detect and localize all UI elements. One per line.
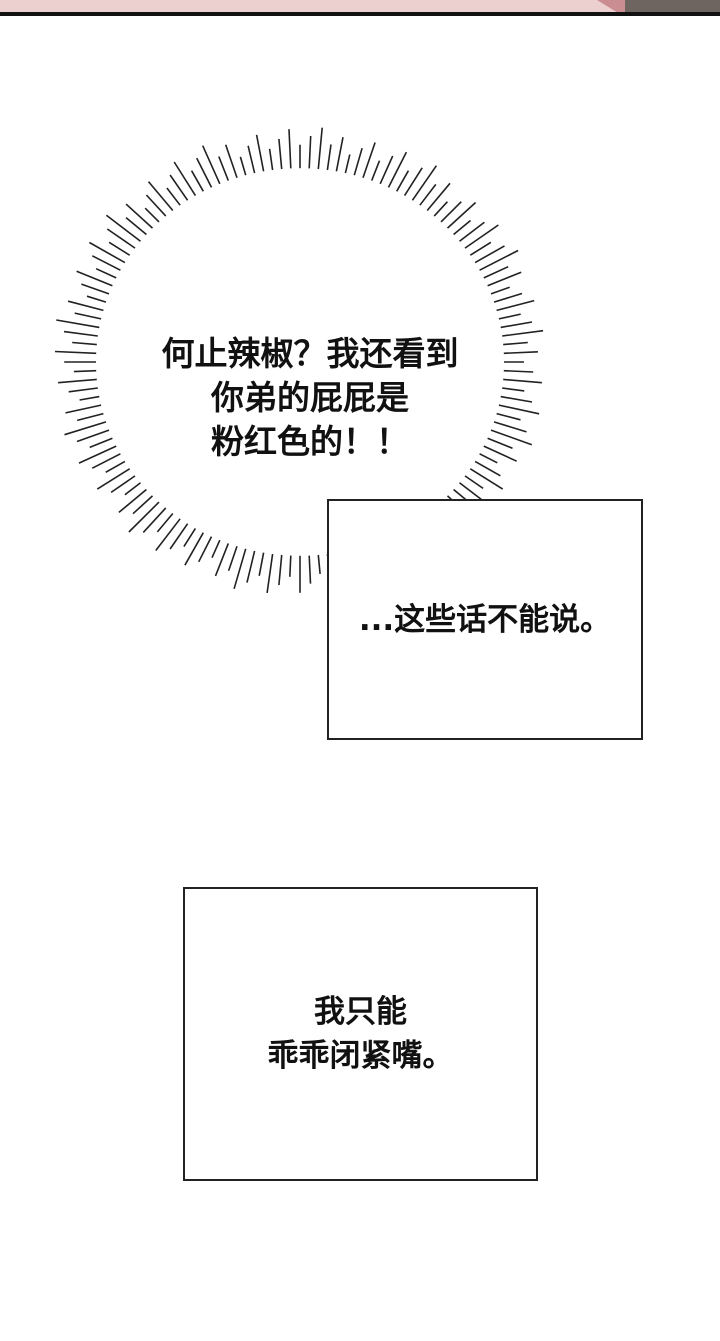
burst-bubble-text: 何止辣椒？我还看到 你弟的屁屁是 粉红色的！！ bbox=[120, 332, 500, 464]
caption-line: 我只能 bbox=[314, 994, 407, 1030]
previous-panel-edge bbox=[0, 0, 720, 16]
caption-line: 乖乖闭紧嘴。 bbox=[267, 1038, 454, 1074]
bubble-line: 何止辣椒？我还看到 bbox=[161, 334, 459, 373]
caption-line: ...这些话不能说。 bbox=[358, 601, 612, 638]
bubble-line: 你弟的屁屁是 bbox=[211, 378, 409, 417]
caption-box: ...这些话不能说。 bbox=[327, 499, 643, 740]
bubble-line: 粉红色的！！ bbox=[211, 422, 409, 461]
panel-dark-region bbox=[625, 0, 720, 12]
caption-box: 我只能 乖乖闭紧嘴。 bbox=[183, 887, 538, 1181]
